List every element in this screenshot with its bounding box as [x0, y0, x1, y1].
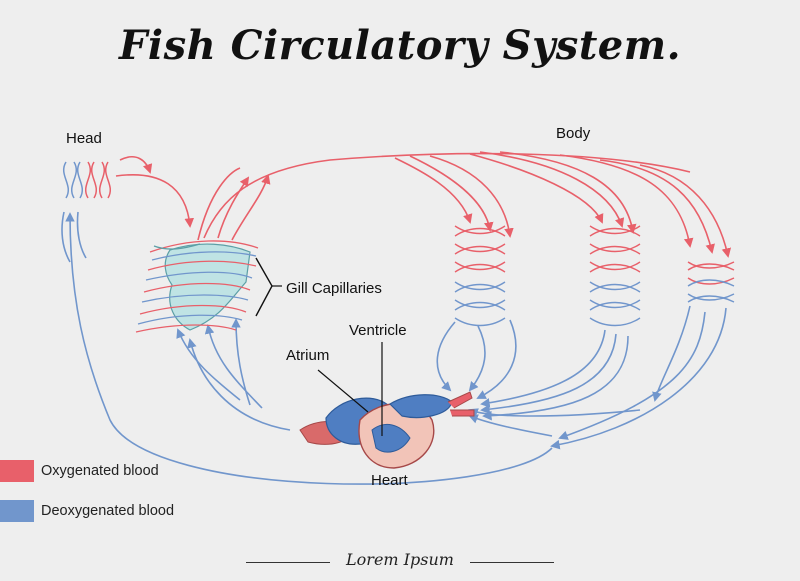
body-label: Body: [556, 125, 591, 142]
vein-to-heart-1: [468, 414, 553, 437]
footer-rule-left: [246, 562, 330, 563]
organ1-return-3: [476, 319, 517, 399]
legend-item-deoxygenated: Deoxygenated blood: [0, 500, 174, 522]
heart-graphic: [299, 391, 475, 469]
atrium-pointer: [317, 369, 369, 413]
deoxygenated-vessels: [61, 211, 727, 485]
aorta-branch-5: [479, 151, 625, 228]
heart-to-gill-vessel: [187, 338, 291, 431]
footer-rule-right: [470, 562, 554, 563]
legend-label-oxygenated: Oxygenated blood: [41, 463, 159, 479]
head-curl-arrow: [119, 156, 153, 174]
aorta-branch-6: [499, 151, 637, 234]
legend-swatch-oxygenated: [0, 460, 34, 482]
aorta-branch-8: [599, 159, 715, 254]
body-to-head-return: [65, 212, 553, 485]
aorta-branch-4: [469, 153, 604, 224]
gill-artery-up-1: [217, 176, 250, 239]
aorta-branch-1: [394, 157, 473, 224]
head-vein-down-2: [76, 211, 87, 259]
organ2-return-1: [480, 329, 606, 408]
oxygenated-vessels: [115, 151, 732, 431]
organ2-return-3: [482, 335, 629, 421]
legend-item-oxygenated: Oxygenated blood: [0, 460, 159, 482]
ventral-aorta: [447, 391, 475, 417]
heart-label: Heart: [371, 472, 408, 489]
atrium-label: Atrium: [286, 347, 330, 364]
gill-blue-1: [176, 328, 241, 401]
legend-label-deoxygenated: Deoxygenated blood: [41, 503, 175, 519]
organ1-return-1: [436, 321, 456, 392]
body-capillary-bed-2: [589, 225, 641, 327]
footer-text: Lorem Ipsum: [346, 550, 454, 569]
gill-blue-3: [231, 318, 251, 406]
gill-capillaries-graphic: [135, 240, 282, 333]
gill-tissue: [164, 243, 251, 331]
gill-artery-up-2: [231, 174, 271, 241]
organ3-return-3: [550, 307, 727, 450]
aorta-branch-3: [429, 155, 514, 238]
vein-to-heart-2: [468, 408, 641, 418]
organ2-return-2: [480, 333, 617, 414]
organ3-return-2: [558, 311, 706, 440]
head-capillaries: [63, 161, 111, 199]
dorsal-aorta: [203, 152, 691, 239]
legend-swatch-deoxygenated: [0, 500, 34, 522]
aorta-branch-2: [409, 155, 494, 232]
ventricle-label: Ventricle: [349, 322, 407, 339]
head-vein-down-1: [61, 211, 71, 263]
pointer-lines: [317, 342, 383, 436]
page-title: Fish Circulatory System.: [119, 22, 681, 69]
head-label: Head: [66, 130, 102, 147]
gill-to-head-line: [197, 167, 241, 241]
aorta-branch-7: [559, 154, 694, 248]
body-capillary-bed-3: [687, 261, 735, 303]
head-to-gill-arrow: [115, 174, 195, 228]
organ3-return-1: [652, 305, 691, 402]
gill-bracket: [255, 257, 273, 317]
gill-capillaries-label: Gill Capillaries: [286, 280, 382, 297]
body-capillary-bed-1: [454, 225, 506, 327]
aorta-branch-9: [639, 164, 732, 258]
conus-arteriosus: [389, 394, 453, 419]
gill-blue-2: [204, 324, 263, 409]
organ1-return-2: [468, 325, 486, 392]
